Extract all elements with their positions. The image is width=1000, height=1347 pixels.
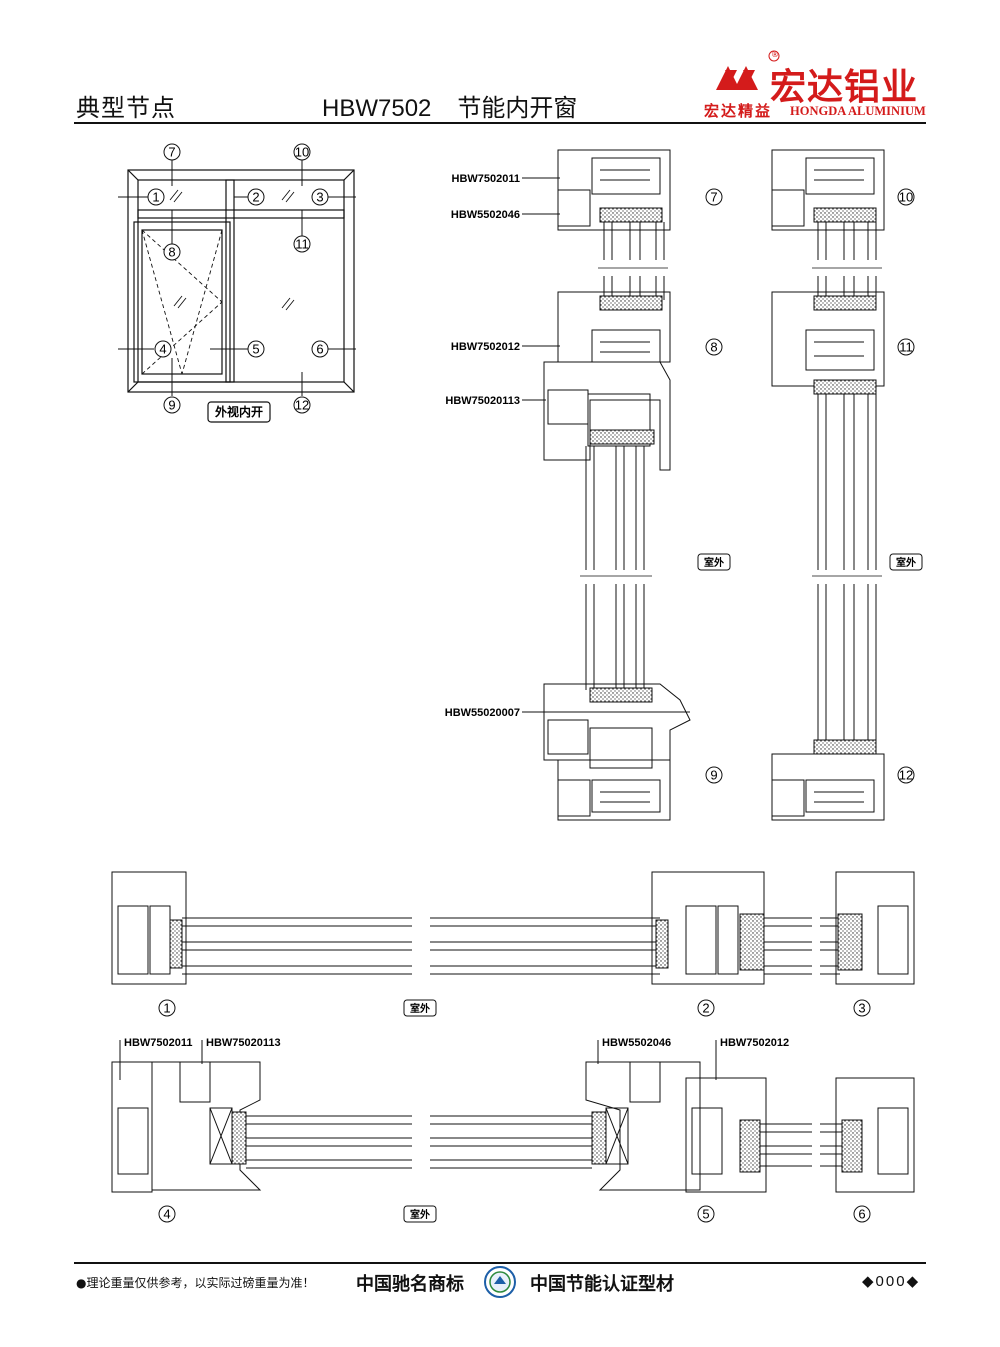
elevation-caption: 外视内开 <box>215 404 263 419</box>
node-number: 12 <box>295 398 309 413</box>
window-elevation <box>118 160 356 396</box>
node-number: 8 <box>710 340 717 355</box>
node-number: 9 <box>710 768 717 783</box>
node-circle <box>163 396 181 414</box>
node-circle <box>697 999 715 1017</box>
node-number: 2 <box>702 1001 709 1016</box>
node-number: 2 <box>252 190 259 205</box>
node-circle <box>705 188 723 206</box>
node-number: 4 <box>159 342 166 357</box>
node-circle <box>705 338 723 356</box>
node-circle <box>853 999 871 1017</box>
node-circle <box>147 188 165 206</box>
footer-trademark: 中国驰名商标 <box>356 1274 464 1295</box>
horizontal-section-row1 <box>111 871 915 985</box>
node-circle <box>311 188 329 206</box>
node-number: 12 <box>899 768 913 783</box>
node-circle <box>163 243 181 261</box>
node-circle <box>293 396 311 414</box>
header-divider <box>74 122 926 124</box>
footer-divider <box>74 1262 926 1264</box>
profile-label: HBW7502011 <box>452 173 521 185</box>
node-number: 11 <box>295 237 309 252</box>
outside-tag-box <box>403 999 437 1017</box>
node-number: 4 <box>163 1207 170 1222</box>
node-number: 5 <box>252 342 259 357</box>
page-section-title: 典型节点 <box>76 94 176 122</box>
node-number: 6 <box>316 342 323 357</box>
registered-mark: ® <box>771 50 779 59</box>
node-number: 7 <box>168 145 175 160</box>
brand-english-name: HONGDA ALUMINIUM <box>790 104 926 118</box>
node-circle <box>293 143 311 161</box>
outside-label: 室外 <box>704 556 724 569</box>
profile-label: HBW7502012 <box>720 1037 789 1049</box>
node-circle <box>293 235 311 253</box>
outside-tag-box <box>697 553 731 571</box>
outside-label: 室外 <box>410 1002 430 1015</box>
product-name: 节能内开窗 <box>457 94 578 122</box>
vertical-section-left <box>543 149 691 821</box>
node-number: 3 <box>316 190 323 205</box>
node-number: 6 <box>858 1207 865 1222</box>
profile-label: HBW75020113 <box>206 1037 281 1049</box>
node-circle <box>705 766 723 784</box>
node-number: 9 <box>168 398 175 413</box>
outside-tag-box <box>403 1205 437 1223</box>
brand-name: 宏达铝业 <box>770 67 919 108</box>
profile-label: HBW75020113 <box>445 395 520 407</box>
model-number: HBW7502 <box>322 95 432 122</box>
profile-label: HBW5502046 <box>602 1037 671 1049</box>
profile-label: HBW7502011 <box>124 1037 193 1049</box>
node-number: 10 <box>899 190 913 205</box>
node-number: 10 <box>295 145 309 160</box>
node-circle <box>158 999 176 1017</box>
node-circle <box>154 340 172 358</box>
footer-certification: 中国节能认证型材 <box>530 1274 674 1295</box>
page-number: ◆000◆ <box>862 1273 921 1290</box>
node-circle <box>853 1205 871 1223</box>
node-circle <box>897 188 915 206</box>
profile-label: HBW5502046 <box>451 209 520 221</box>
node-number: 11 <box>899 340 913 355</box>
node-circle <box>247 188 265 206</box>
node-circle <box>897 338 915 356</box>
node-circle <box>897 766 915 784</box>
node-number: 1 <box>152 190 159 205</box>
horizontal-row1-node-markers: 1 2 3 <box>158 999 871 1017</box>
node-number: 7 <box>710 190 717 205</box>
horizontal-section-row2 <box>111 1061 915 1193</box>
node-circle <box>158 1205 176 1223</box>
vertical-node-markers: 7 8 9 10 11 12 <box>705 188 915 784</box>
vertical-section-right <box>771 149 885 821</box>
node-number: 1 <box>163 1001 170 1016</box>
node-number: 8 <box>168 245 175 260</box>
page-title: HBW7502 节能内开窗 <box>322 88 577 123</box>
outside-label: 室外 <box>410 1208 430 1221</box>
outside-label: 室外 <box>896 556 916 569</box>
node-number: 3 <box>858 1001 865 1016</box>
node-circle <box>311 340 329 358</box>
certification-seal-icon <box>484 1266 516 1298</box>
node-circle <box>697 1205 715 1223</box>
outside-tag-box <box>889 553 923 571</box>
node-circle <box>247 340 265 358</box>
horizontal-row2-node-markers: 4 5 6 <box>158 1205 871 1223</box>
profile-label: HBW7502012 <box>451 341 520 353</box>
brand-subtitle: 宏达精益 <box>704 102 773 120</box>
node-circle <box>163 143 181 161</box>
profile-label: HBW55020007 <box>445 707 520 719</box>
node-number: 5 <box>702 1207 709 1222</box>
footer-note: ●理论重量仅供参考，以实际过磅重量为准！ <box>76 1276 315 1290</box>
elevation-caption-box <box>207 401 271 423</box>
